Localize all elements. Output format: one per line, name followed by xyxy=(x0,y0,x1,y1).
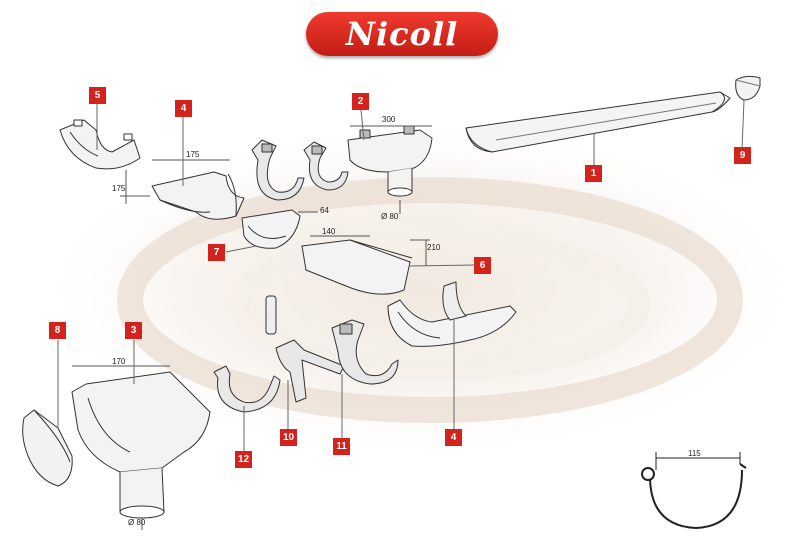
angle-90-bottom xyxy=(387,281,517,347)
dim-outlet-diameter: Ø 80 xyxy=(381,212,399,221)
logo-text: Nicoll xyxy=(345,15,459,53)
leader-lines xyxy=(57,99,745,452)
dim-210: 210 xyxy=(427,243,441,252)
callout-10: 10 xyxy=(280,429,297,446)
end-cap-small xyxy=(735,75,761,101)
callout-2: 2 xyxy=(352,93,369,110)
gutter-section xyxy=(301,235,430,295)
callout-5: 5 xyxy=(89,87,106,104)
callout-1: 1 xyxy=(585,165,602,182)
gutter-long xyxy=(465,91,731,153)
callout-11: 11 xyxy=(333,438,350,455)
callout-3: 3 xyxy=(125,322,142,339)
end-cap-large xyxy=(22,409,73,487)
callout-7: 7 xyxy=(208,244,225,261)
dim-300: 300 xyxy=(382,115,396,124)
callout-9: 9 xyxy=(734,147,751,164)
gutter-outlet xyxy=(347,125,433,214)
dim-175-width: 175 xyxy=(186,150,200,159)
dim-bottom-diameter: Ø 80 xyxy=(128,518,146,527)
dim-175-depth: 175 xyxy=(112,184,126,193)
dim-140: 140 xyxy=(322,227,336,236)
gutter-joint xyxy=(241,209,318,249)
large-outlet xyxy=(71,365,211,530)
hanger-bracket xyxy=(331,319,399,385)
gutter-clip xyxy=(213,365,281,413)
dim-170: 170 xyxy=(112,357,126,366)
profile-section xyxy=(641,452,747,529)
callout-8: 8 xyxy=(49,322,66,339)
callout-4-bottom: 4 xyxy=(445,429,462,446)
angle-90-top xyxy=(120,159,245,220)
nicoll-logo: Nicoll xyxy=(306,12,498,56)
dim-115: 115 xyxy=(688,449,701,458)
callout-6: 6 xyxy=(474,257,491,274)
callout-12: 12 xyxy=(235,451,252,468)
hanger-top-a xyxy=(251,139,305,201)
outer-angle xyxy=(59,119,141,170)
callout-4: 4 xyxy=(175,100,192,117)
hanger-top-b xyxy=(303,141,349,191)
dim-64: 64 xyxy=(320,206,329,215)
